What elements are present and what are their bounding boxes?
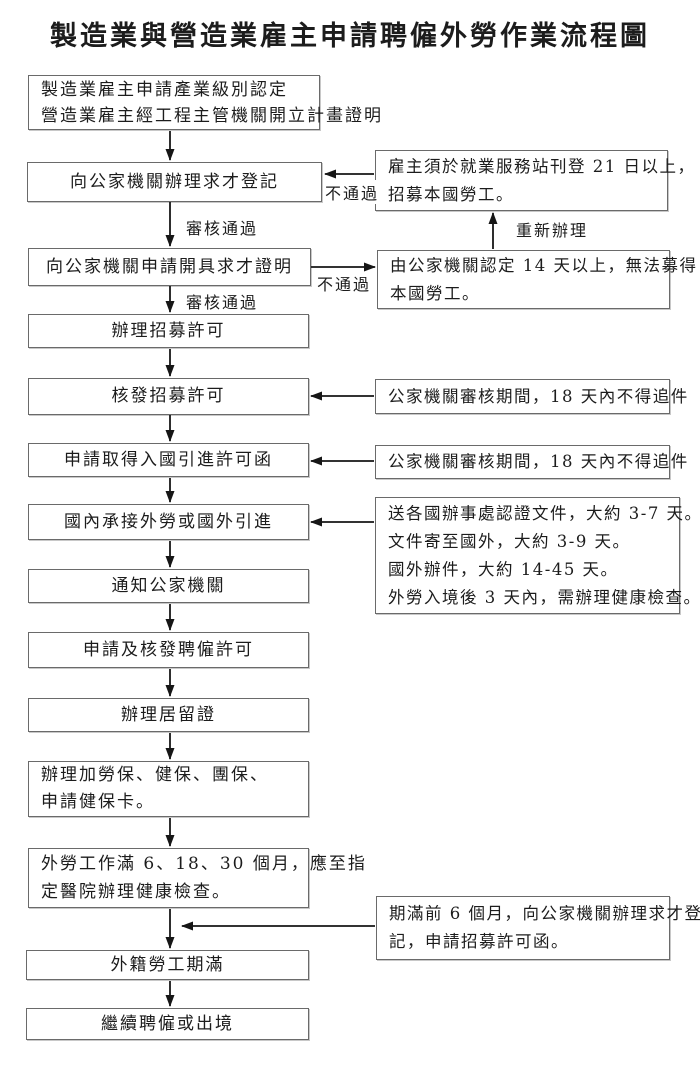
flow-step-9-text: 申請及核發聘僱許可: [83, 639, 254, 660]
note-overseas-line-4: 外勞入境後 3 天內，需辦理健康檢查。: [388, 587, 700, 607]
note-review-18-days-2-text: 公家機關審核期間，18 天內不得追件: [388, 452, 689, 471]
note-repost-21-days-line-2: 招募本國勞工。: [388, 184, 514, 204]
flow-step-6: 申請取得入國引進許可函: [28, 443, 309, 477]
flow-step-11: 辦理加勞保、健保、團保、 申請健保卡。: [28, 761, 309, 817]
flow-step-3: 向公家機關申請開具求才證明: [28, 248, 311, 286]
note-overseas-line-1: 送各國辦事處認證文件，大約 3-7 天。: [388, 503, 700, 523]
flow-step-1-line-2: 營造業雇主經工程主管機關開立計畫證明: [41, 105, 383, 126]
note-repost-21-days: 雇主須於就業服務站刊登 21 日以上， 招募本國勞工。: [375, 150, 694, 211]
note-expiry-line-1: 期滿前 6 個月，向公家機關辦理求才登: [389, 904, 700, 923]
flow-step-3-text: 向公家機關申請開具求才證明: [46, 256, 293, 277]
note-repost-21-days-line-1: 雇主須於就業服務站刊登 21 日以上，: [388, 156, 696, 176]
label-review-pass-mid: 審核通過: [186, 289, 259, 313]
flow-step-4: 辦理招募許可: [28, 314, 309, 348]
flow-step-14: 繼續聘僱或出境: [26, 1008, 309, 1040]
flow-step-7: 國內承接外勞或國外引進: [28, 504, 309, 540]
flow-step-5: 核發招募許可: [28, 378, 309, 415]
note-review-18-days-2: 公家機關審核期間，18 天內不得追件: [375, 445, 687, 479]
flow-step-12: 外勞工作滿 6、18、30 個月，應至指 定醫院辦理健康檢查。: [28, 848, 365, 908]
flow-step-5-text: 核發招募許可: [111, 386, 226, 406]
note-review-18-days-1: 公家機關審核期間，18 天內不得追件: [375, 379, 687, 414]
label-review-pass-top: 審核通過: [186, 215, 259, 239]
flow-step-7-text: 國內承接外勞或國外引進: [64, 511, 273, 532]
flow-step-2-text: 向公家機關辦理求才登記: [70, 171, 279, 192]
flow-step-9: 申請及核發聘僱許可: [28, 632, 309, 668]
page-title: 製造業與營造業雇主申請聘僱外勞作業流程圖: [50, 21, 650, 52]
label-redo: 重新辦理: [516, 217, 589, 241]
flow-step-13-text: 外籍勞工期滿: [110, 954, 225, 975]
note-review-18-days-1-text: 公家機關審核期間，18 天內不得追件: [388, 386, 689, 406]
flow-step-14-text: 繼續聘僱或出境: [101, 1013, 234, 1034]
note-14-days-line-2: 本國勞工。: [390, 283, 480, 303]
flow-step-8: 通知公家機關: [28, 569, 309, 603]
note-overseas-processing-times: 送各國辦事處認證文件，大約 3-7 天。 文件寄至國外，大約 3-9 天。 國外…: [375, 497, 700, 614]
flow-step-2: 向公家機關辦理求才登記: [27, 162, 322, 202]
flow-step-11-line-2: 申請健保卡。: [41, 792, 155, 812]
note-overseas-line-3: 國外辦件，大約 14-45 天。: [388, 559, 619, 579]
flow-step-10-text: 辦理居留證: [121, 704, 216, 725]
note-14-days-line-1: 由公家機關認定 14 天以上，無法募得: [390, 255, 698, 275]
flow-step-1: 製造業雇主申請產業級別認定 營造業雇主經工程主管機關開立計畫證明: [28, 75, 381, 130]
note-expiry-line-2: 記，申請招募許可函。: [389, 932, 569, 951]
flow-step-12-line-1: 外勞工作滿 6、18、30 個月，應至指: [41, 854, 367, 874]
note-overseas-line-2: 文件寄至國外，大約 3-9 天。: [388, 531, 631, 551]
label-not-pass-top: 不通過: [325, 180, 380, 204]
note-6-months-before-expiry: 期滿前 6 個月，向公家機關辦理求才登 記，申請招募許可函。: [376, 896, 700, 960]
flow-step-12-line-2: 定醫院辦理健康檢查。: [41, 882, 231, 902]
flow-step-6-text: 申請取得入國引進許可函: [64, 449, 273, 470]
label-not-pass-mid: 不通過: [317, 271, 372, 295]
flow-step-10: 辦理居留證: [28, 698, 309, 732]
note-14-days-no-local-workers: 由公家機關認定 14 天以上，無法募得 本國勞工。: [377, 250, 696, 309]
flow-step-1-line-1: 製造業雇主申請產業級別認定: [41, 79, 288, 100]
flow-step-4-text: 辦理招募許可: [111, 320, 226, 341]
flow-step-11-line-1: 辦理加勞保、健保、團保、: [41, 765, 269, 785]
flow-step-13: 外籍勞工期滿: [26, 950, 309, 980]
flow-step-8-text: 通知公家機關: [111, 575, 226, 596]
